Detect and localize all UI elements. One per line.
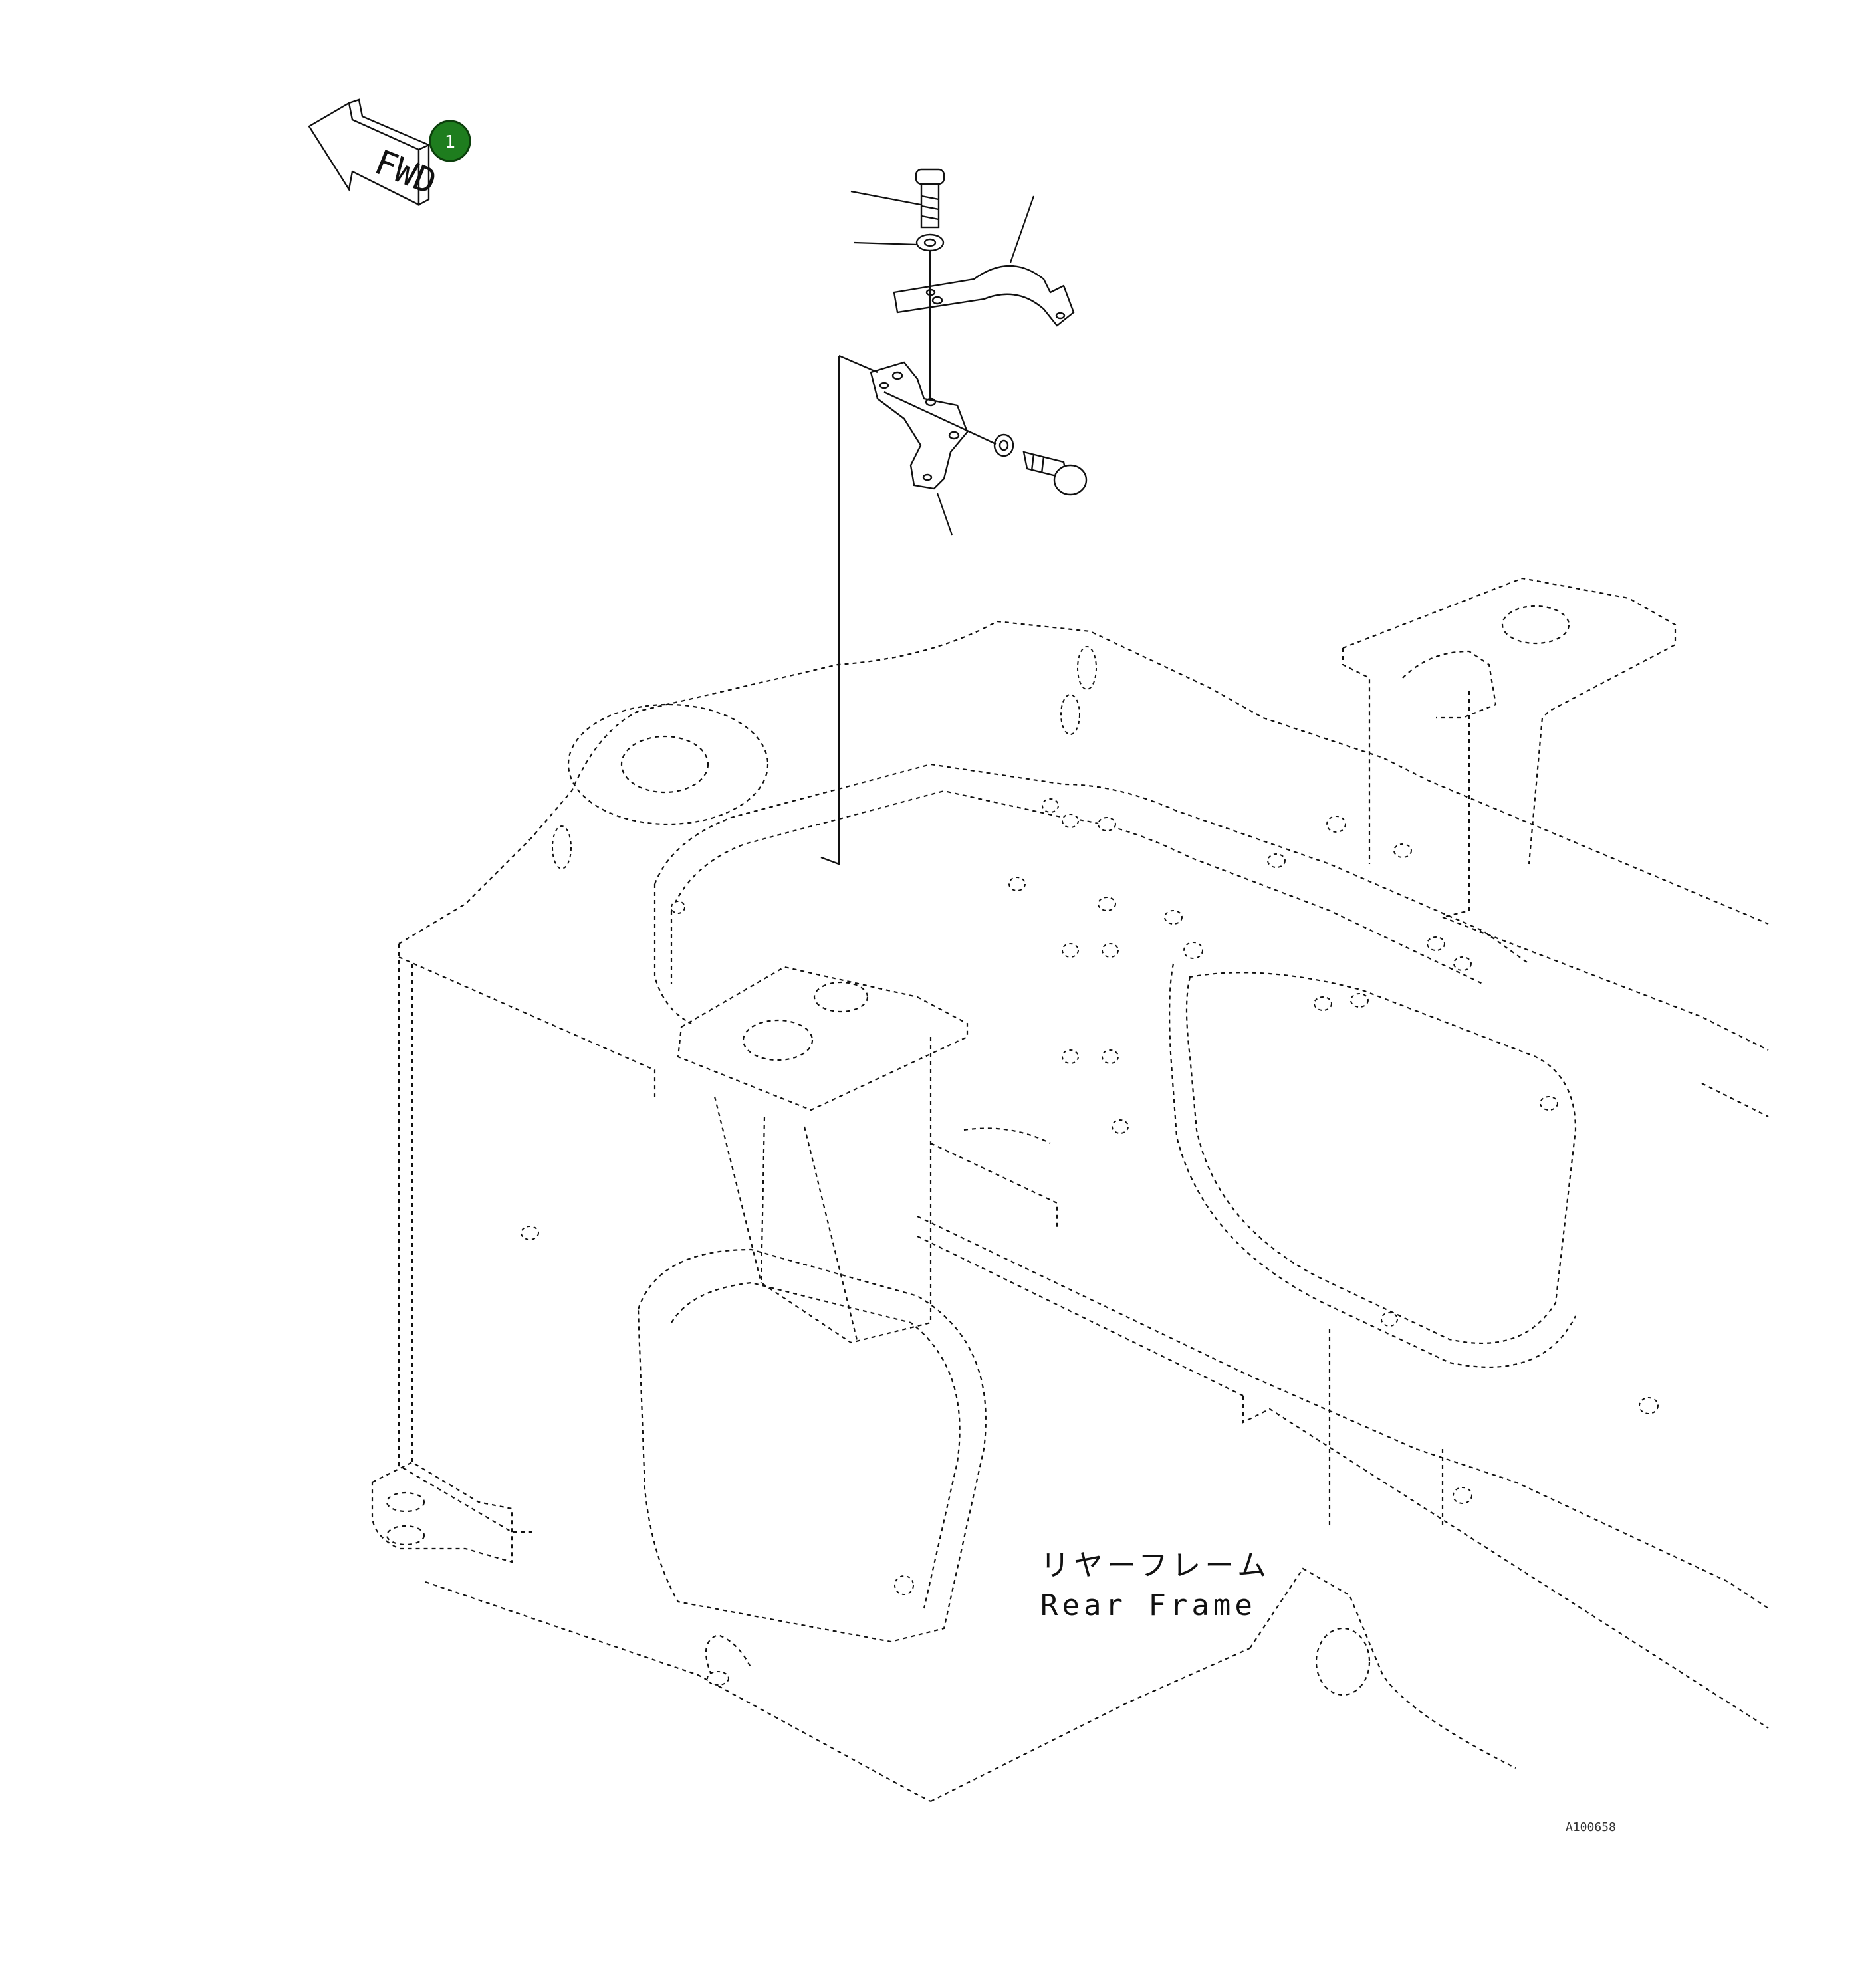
leader-washer (854, 241, 918, 246)
part-name-en: Rear Frame (1040, 1589, 1256, 1622)
fwd-label: FWD (369, 142, 442, 203)
assembly-line-a (838, 354, 878, 374)
part-name-jp: リヤーフレーム (1040, 1549, 1270, 1583)
bolt-top (915, 168, 945, 229)
drawing-code: A100658 (1566, 1820, 1616, 1834)
rear-frame (371, 577, 1769, 1802)
leader-bracket (936, 493, 953, 536)
axis-line-side (883, 391, 997, 445)
fwd-arrow-icon: FWD (308, 98, 442, 206)
assembly-line-b (820, 356, 840, 865)
clamp (893, 265, 1075, 327)
callout-badge-label: 1 (445, 132, 456, 152)
leader-clamp (1009, 195, 1035, 263)
washer-top (915, 233, 945, 252)
leader-bolt (850, 190, 921, 206)
part-label: リヤーフレーム Rear Frame (1040, 1549, 1270, 1622)
bracket (870, 361, 969, 490)
callout-badge-icon[interactable]: 1 (429, 120, 471, 162)
bolt-side (1022, 451, 1088, 496)
washer-side (993, 433, 1014, 457)
frame-holes (521, 646, 1659, 1686)
